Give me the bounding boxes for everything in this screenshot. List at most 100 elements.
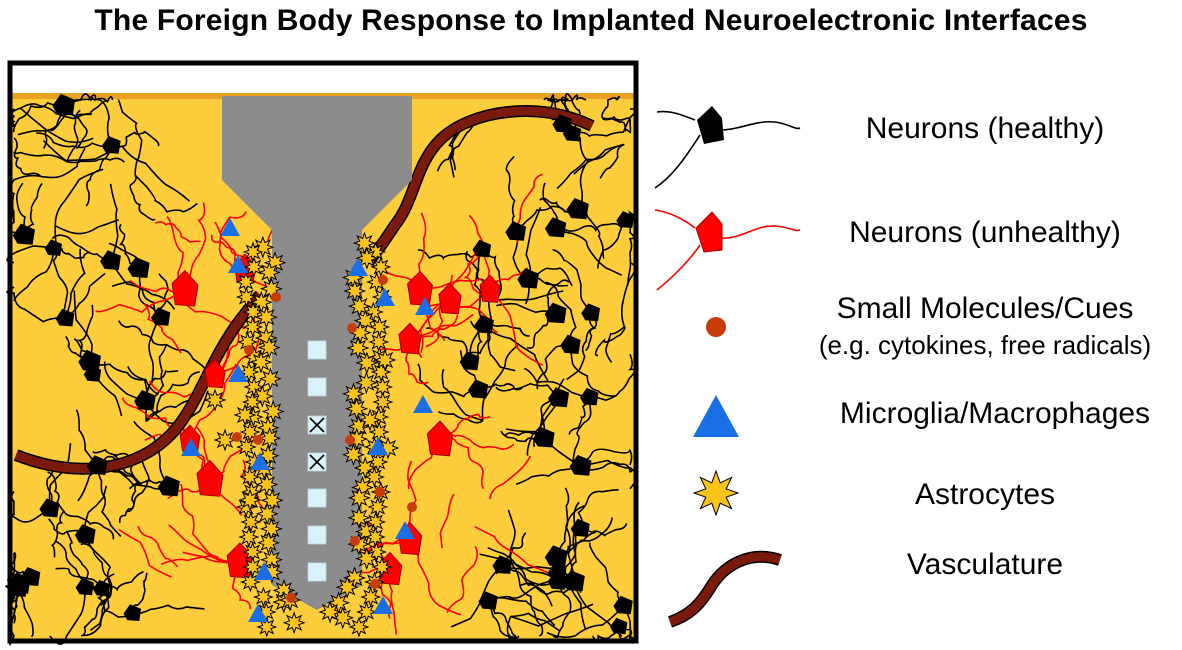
astrocyte [355,246,379,270]
healthy-neuron-soma [566,198,589,220]
small-molecule [232,432,242,442]
healthy-neuron-process [17,588,34,637]
healthy-neuron-soma [581,303,600,322]
small-molecule [347,323,357,333]
healthy-neuron-process [15,182,26,236]
unhealthy-neuron-process [446,545,478,613]
healthy-neuron-process [96,466,122,537]
healthy-neuron-process [118,320,167,346]
astrocyte [258,367,282,391]
healthy-neuron-process [76,304,94,363]
small-molecule [244,345,254,355]
healthy-neuron-soma [580,387,599,406]
small-molecule [350,536,360,546]
healthy-neuron-soma [100,250,121,270]
healthy-neuron-process [519,585,544,637]
healthy-neuron-process [64,248,86,319]
legend-label-vasculature: Vasculature [906,548,1064,581]
astrocytes-in-tissue [203,231,400,638]
astrocyte [257,260,281,284]
healthy-neuron-process [546,605,625,639]
healthy-neuron-soma [492,555,513,574]
microglia-cell [415,297,435,315]
unhealthy-neuron-soma [407,270,433,307]
healthy-neuron-process [158,273,169,318]
legend-unhealthy-neuron-icon [654,209,801,291]
astrocyte [258,426,282,450]
healthy-neuron-soma [548,387,570,408]
astrocyte [242,316,264,338]
healthy-neuron-process [487,596,556,627]
astrocyte [346,336,370,360]
legend-healthy-neuron-icon [654,106,801,189]
small-molecule [375,487,385,497]
unhealthy-neuron-process [184,202,207,291]
healthy-neuron-process [481,344,519,421]
healthy-neuron-process [36,132,112,149]
healthy-neuron-soma [505,221,527,241]
healthy-neuron-process [572,108,637,138]
healthy-neuron-process [625,219,635,286]
healthy-neuron-process [54,218,119,235]
astrocyte [372,391,394,413]
healthy-neuron-process [502,565,553,607]
healthy-neuron-soma [123,604,142,621]
legend-label-neurons-unhealthy: Neurons (unhealthy) [849,216,1121,249]
healthy-neuron-process [525,207,542,280]
astrocyte [368,421,390,443]
legend-label-microglia: Microglia/Macrophages [839,397,1151,430]
unhealthy-neuron-process [489,289,543,366]
microglia-cell [368,437,388,455]
microglia-cell [248,604,268,622]
microglia-cell [413,395,433,413]
healthy-neuron-process [602,117,632,134]
healthy-neuron-process [566,312,597,381]
astrocyte [238,488,262,512]
healthy-neuron-soma [562,570,585,592]
healthy-neuron-process [487,546,559,587]
astrocyte [354,371,378,395]
healthy-neuron-soma [101,136,121,154]
healthy-neuron-process [47,471,65,512]
healthy-neuron-process [599,143,625,179]
unhealthy-neuron-process [180,483,219,558]
healthy-neuron-soma [544,545,568,567]
healthy-neuron-process [483,324,549,382]
electrode-site [307,562,327,582]
small-molecules-in-tissue [232,275,417,603]
healthy-neuron-process [481,249,502,301]
healthy-neuron-process [13,248,55,302]
astrocyte [347,486,371,510]
healthy-neuron-soma [616,211,635,228]
unhealthy-neuron-soma [438,282,462,315]
microglia-cell [220,218,240,236]
astrocyte [240,511,262,533]
astrocyte [364,526,386,548]
healthy-neuron-somas [7,93,635,635]
unhealthy-neuron-soma [204,359,226,389]
astrocyte [369,316,391,338]
astrocyte [356,601,378,623]
healthy-neuron-soma [474,315,494,334]
healthy-neuron-process [69,96,114,117]
failed-electrode-site-mark [309,454,325,470]
healthy-neuron-process [132,604,205,615]
healthy-neuron-process [54,168,104,226]
healthy-neuron-process [127,459,150,513]
legend-small-molecules-title: Small Molecules/Cues [836,292,1134,325]
healthy-neuron-process [133,420,171,488]
healthy-neuron-process [605,326,625,363]
astrocyte [367,451,389,473]
small-molecule [407,502,417,512]
healthy-neuron-process [48,443,72,509]
legend-small-molecules-subtitle: (e.g. cytokines, free radicals) [818,330,1152,360]
healthy-neuron-process [573,143,625,175]
healthy-neuron-process [145,399,191,423]
healthy-neuron-process [19,107,94,144]
astrocyte [256,616,278,638]
healthy-neuron-process [66,157,125,164]
microglia-cell [181,438,201,456]
healthy-neuron-soma [610,617,628,635]
healthy-neuron-soma [55,308,75,327]
